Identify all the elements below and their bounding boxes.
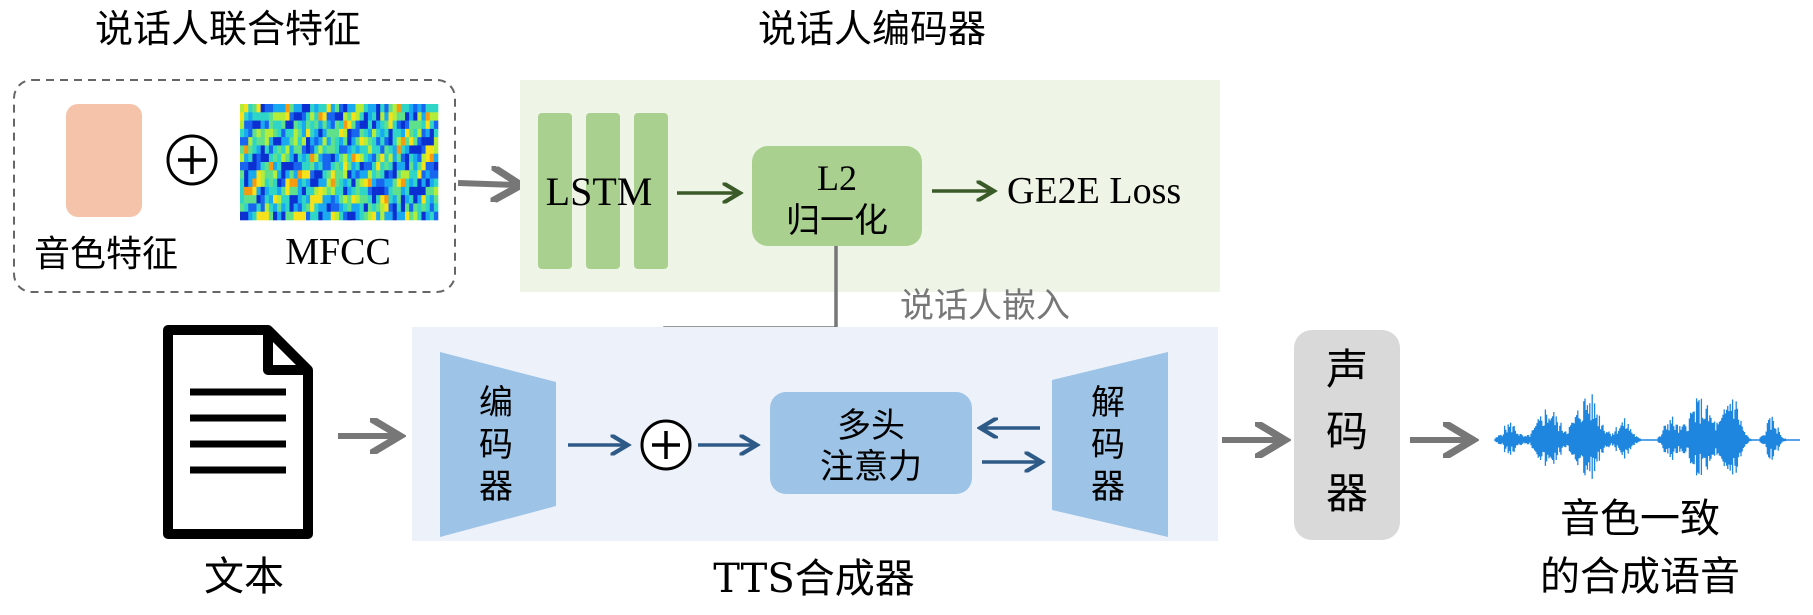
tts-synth-title: TTS合成器 <box>713 556 915 602</box>
decoder-char-2: 码 <box>1091 425 1125 465</box>
multihead-attention-block <box>770 392 972 494</box>
vocoder-char-3: 器 <box>1326 469 1368 518</box>
decoder-char-3: 器 <box>1091 467 1125 507</box>
encoder-char-2: 码 <box>479 425 513 465</box>
decoder-char-1: 解 <box>1091 383 1125 423</box>
encoder-char-3: 器 <box>479 467 513 507</box>
circled-plus-icon <box>166 134 218 186</box>
encoder-block <box>440 352 556 537</box>
joint-feature-title: 说话人联合特征 <box>95 7 361 51</box>
attention-label-line2: 注意力 <box>820 447 922 487</box>
speaker-encoder-title: 说话人编码器 <box>758 7 986 51</box>
joint-feature-dashed-box <box>13 79 456 293</box>
document-icon <box>163 325 313 539</box>
output-label-line1: 音色一致 <box>1560 496 1720 542</box>
arrow-joint-to-encoder <box>457 183 518 185</box>
l2-norm-label-line2: 归一化 <box>786 201 888 241</box>
lstm-label: LSTM <box>546 169 653 214</box>
circled-plus-icon <box>640 419 692 471</box>
timbre-feature-block <box>66 104 142 217</box>
mfcc-label: MFCC <box>285 231 391 273</box>
vocoder-block <box>1294 330 1400 540</box>
encoder-char-1: 编 <box>479 383 513 423</box>
audio-waveform-icon <box>1494 394 1800 479</box>
attention-label-line1: 多头 <box>837 406 905 446</box>
lstm-layer-2 <box>586 113 620 269</box>
vocoder-char-1: 声 <box>1326 345 1368 394</box>
timbre-feature-label: 音色特征 <box>34 234 178 275</box>
lstm-layer-3 <box>634 113 668 269</box>
vocoder-char-2: 码 <box>1326 407 1368 456</box>
mfcc-heatmap-icon <box>240 104 439 221</box>
ge2e-loss-label: GE2E Loss <box>1007 170 1181 212</box>
text-input-label: 文本 <box>204 554 284 600</box>
decoder-block <box>1052 352 1168 537</box>
l2-norm-block <box>752 146 922 246</box>
l2-norm-label-line1: L2 <box>817 158 857 198</box>
lstm-layer-1 <box>538 113 572 269</box>
output-label-line2: 的合成语音 <box>1540 554 1740 600</box>
speaker-embedding-label: 说话人嵌入 <box>900 286 1070 326</box>
